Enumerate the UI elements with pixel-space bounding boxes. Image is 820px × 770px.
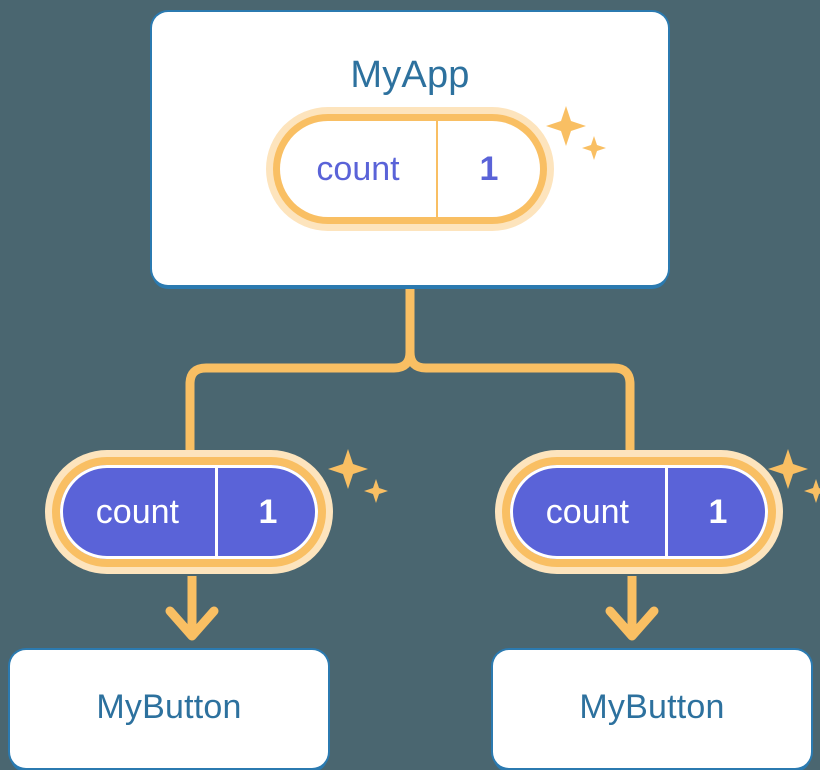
child-state-value-left: 1 bbox=[214, 465, 318, 559]
button-card-left: MyButton bbox=[10, 650, 328, 768]
arrow-head-left-icon bbox=[165, 606, 219, 641]
button-card-title-right: MyButton bbox=[579, 688, 725, 726]
child-state-pill-inner-left: count 1 bbox=[60, 465, 318, 559]
connector-trunk-right bbox=[405, 280, 635, 455]
app-state-pill-inner: count 1 bbox=[280, 121, 540, 217]
child-state-pill-right: count 1 bbox=[495, 450, 783, 574]
child-state-pill-left: count 1 bbox=[45, 450, 333, 574]
child-state-pill-ring-right: count 1 bbox=[502, 457, 776, 567]
connector-trunk-left bbox=[185, 280, 415, 455]
button-card-title-left: MyButton bbox=[96, 688, 242, 726]
child-state-value-right: 1 bbox=[664, 465, 768, 559]
app-state-value: 1 bbox=[436, 121, 540, 217]
arrow-head-right-icon bbox=[605, 606, 659, 641]
app-state-pill: count 1 bbox=[266, 107, 554, 231]
sparkle-icon bbox=[328, 449, 388, 503]
child-state-key-left: count bbox=[95, 492, 179, 531]
app-state-key: count bbox=[316, 149, 400, 188]
child-state-pill-inner-right: count 1 bbox=[510, 465, 768, 559]
child-state-pill-ring-left: count 1 bbox=[52, 457, 326, 567]
app-state-pill-ring: count 1 bbox=[273, 114, 547, 224]
child-state-key-right: count bbox=[545, 492, 629, 531]
app-card-title: MyApp bbox=[350, 54, 470, 96]
button-card-right: MyButton bbox=[493, 650, 811, 768]
